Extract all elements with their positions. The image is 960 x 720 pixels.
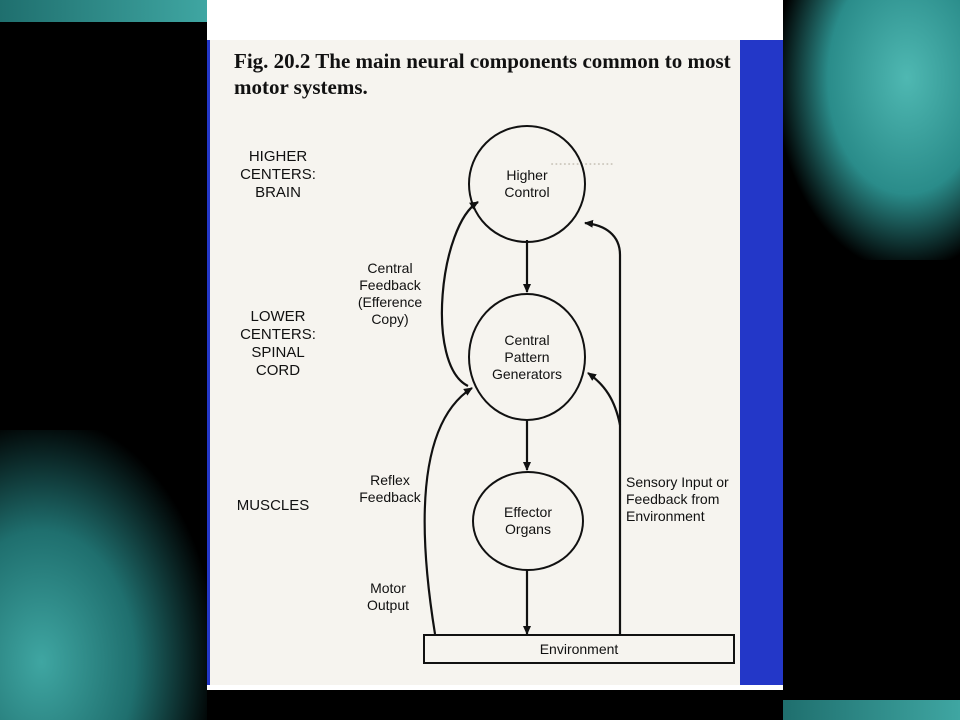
node-environment: Environment <box>423 634 735 664</box>
annotation-motor-output: Motor Output <box>366 580 410 613</box>
annotation-reflex-feedback: Reflex Feedback <box>359 472 421 505</box>
teal-decoration-top-left <box>0 0 207 22</box>
node-central-pattern-generators: Central Pattern Generators <box>468 293 586 421</box>
teal-decoration-bottom-left <box>0 430 207 720</box>
level-label-muscles: MUSCLES <box>236 497 310 514</box>
annotation-sensory-input: Sensory Input or Feedback from Environme… <box>626 474 729 524</box>
annotation-central-feedback: Central Feedback (Efference Copy) <box>357 260 423 327</box>
teal-decoration-bottom-right <box>783 700 960 720</box>
scanned-figure: ............... Fig. 20.2 The main neura… <box>210 40 740 685</box>
node-higher-control-label: Higher Control <box>504 167 550 200</box>
teal-decoration-top-right <box>783 0 960 260</box>
arrow-central-feedback <box>440 201 479 387</box>
node-effector-organs: Effector Organs <box>472 471 584 571</box>
diagram-connections <box>423 201 622 635</box>
node-higher-control: Higher Control <box>468 125 586 243</box>
arrow-reflex-feedback <box>423 387 473 635</box>
line-sensory-trunk <box>584 219 622 634</box>
arrow-sensory-to-cpg <box>587 372 622 426</box>
node-environment-label: Environment <box>539 641 619 657</box>
node-effector-label: Effector Organs <box>504 504 552 537</box>
figure-caption: Fig. 20.2 The main neural components com… <box>234 49 731 99</box>
node-cpg-label: Central Pattern Generators <box>491 331 563 382</box>
level-label-lower: LOWER CENTERS: SPINAL CORD <box>240 308 316 379</box>
level-label-higher: HIGHER CENTERS: BRAIN <box>240 148 316 201</box>
